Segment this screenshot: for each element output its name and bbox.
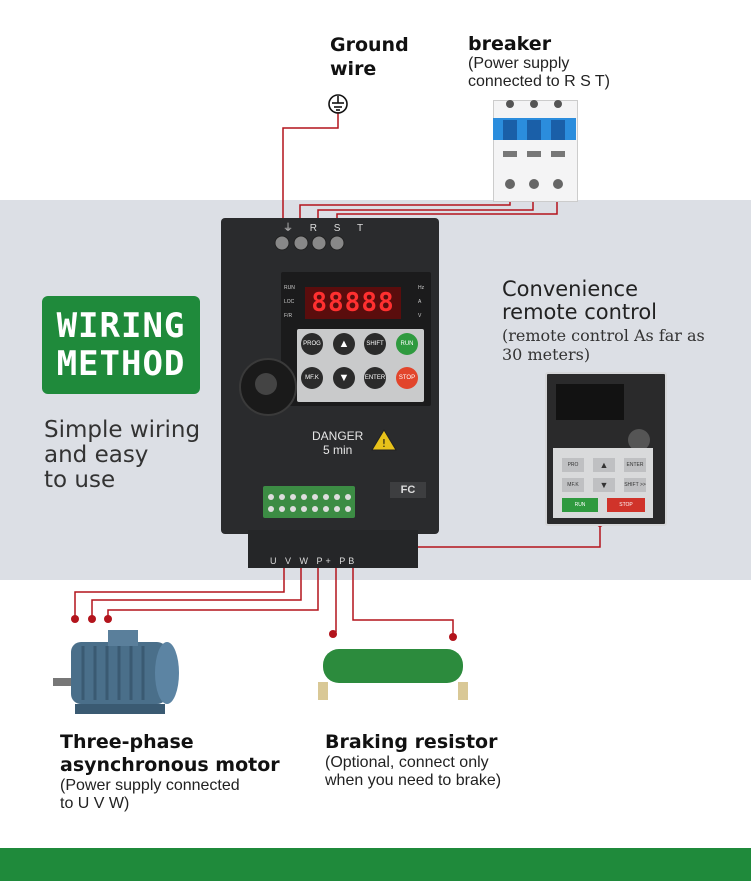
motor-note-line1: (Power supply connected	[60, 777, 240, 794]
remote-note-line2: 30 meters)	[502, 345, 591, 364]
indicator-hz: Hz	[418, 285, 425, 291]
shift-key[interactable]: SHIFT	[364, 333, 386, 355]
remote-knob[interactable]	[628, 429, 650, 451]
resistor-leg-left	[318, 682, 328, 700]
breaker-note-line1: (Power supply	[468, 55, 570, 72]
tagline-line3: to use	[44, 467, 116, 493]
remote-title-line1: Convenience	[502, 277, 639, 301]
stop-key[interactable]: STOP	[396, 367, 418, 389]
led-display: 88888	[305, 287, 401, 319]
run-key[interactable]: RUN	[396, 333, 418, 355]
tagline-line1: Simple wiring	[44, 417, 201, 443]
resistor-note-line1: (Optional, connect only	[325, 754, 489, 771]
motor-title-line2: asynchronous motor	[60, 754, 280, 776]
badge-line2: METHOD	[56, 344, 186, 384]
ground-icon	[328, 94, 348, 114]
ground-wire	[282, 112, 339, 222]
svg-text:!: !	[382, 437, 386, 450]
remote-mfk-key[interactable]: MF.K	[562, 478, 584, 492]
indicator-fr: F/R	[284, 313, 293, 319]
badge-line1: WIRING	[56, 306, 186, 346]
remote-title: Convenience remote control	[502, 278, 657, 324]
control-terminal-block	[263, 486, 355, 518]
remote-pro-key[interactable]: PRO	[562, 458, 584, 472]
resistor-label: Braking resistor (Optional, connect only…	[325, 731, 501, 790]
top-terminal-screws	[274, 235, 345, 251]
remote-stop-key[interactable]: STOP	[607, 498, 645, 512]
bottom-bar	[0, 848, 751, 881]
indicator-run: RUN	[284, 285, 295, 291]
remote-shift-key[interactable]: SHIFT >>	[624, 478, 646, 492]
indicator-a: A	[418, 299, 422, 305]
remote-enter-key[interactable]: ENTER	[624, 458, 646, 472]
motor-note-line2: to U V W)	[60, 795, 130, 812]
wire-w	[107, 535, 319, 618]
mfk-key[interactable]: MF.K	[301, 367, 323, 389]
ground-label-line1: Ground	[330, 34, 409, 56]
control-terminal-screws	[268, 494, 351, 512]
remote-down-icon[interactable]: ▼	[593, 478, 615, 492]
remote-note-line1: (remote control As far as	[502, 326, 705, 345]
ground-label: Ground wire	[330, 33, 409, 81]
resistor-note-line2: when you need to brake)	[325, 772, 502, 789]
indicator-v: V	[418, 313, 422, 319]
motor-title-line1: Three-phase	[60, 731, 194, 753]
brand-logo: FC	[390, 482, 426, 498]
indicator-loc: LOC	[284, 299, 295, 305]
ground-label-line2: wire	[330, 58, 377, 80]
top-terminal-labels: ⏚ R S T	[283, 223, 371, 234]
motor-icon	[53, 630, 179, 714]
motor-label: Three-phase asynchronous motor (Power su…	[60, 731, 280, 813]
resistor-title: Braking resistor	[325, 731, 498, 753]
tagline: Simple wiring and easy to use	[44, 418, 200, 493]
wire-pb	[352, 535, 454, 636]
breaker-label: breaker (Power supply connected to R S T…	[468, 33, 610, 91]
remote-title-line2: remote control	[502, 300, 658, 324]
warning-icon: !	[371, 429, 397, 451]
wiring-method-badge: WIRING METHOD	[42, 296, 200, 394]
breaker-note-line2: connected to R S T)	[468, 73, 610, 90]
breaker-details	[503, 100, 565, 189]
resistor-leg-right	[458, 682, 468, 700]
danger-warning: DANGER 5 min	[312, 429, 363, 457]
down-arrow-icon[interactable]: ▼	[333, 367, 355, 389]
tagline-line2: and easy	[44, 442, 149, 468]
remote-up-icon[interactable]: ▲	[593, 458, 615, 472]
breaker-title: breaker	[468, 33, 552, 55]
wire-s	[317, 196, 534, 224]
up-arrow-icon[interactable]: ▲	[333, 333, 355, 355]
remote-run-key[interactable]: RUN	[562, 498, 598, 512]
vfd-bottom-terminal-block	[248, 530, 418, 568]
enter-key[interactable]: ENTER	[364, 367, 386, 389]
danger-line1: DANGER	[312, 429, 364, 443]
prog-key[interactable]: PROG	[301, 333, 323, 355]
braking-resistor-icon	[323, 649, 463, 683]
speed-knob-cap	[255, 373, 277, 395]
danger-line2: 5 min	[323, 443, 353, 457]
remote-note: (remote control As far as 30 meters)	[502, 326, 705, 364]
bottom-terminal-labels: U V W P+ PB	[270, 556, 358, 566]
remote-display	[556, 384, 624, 420]
